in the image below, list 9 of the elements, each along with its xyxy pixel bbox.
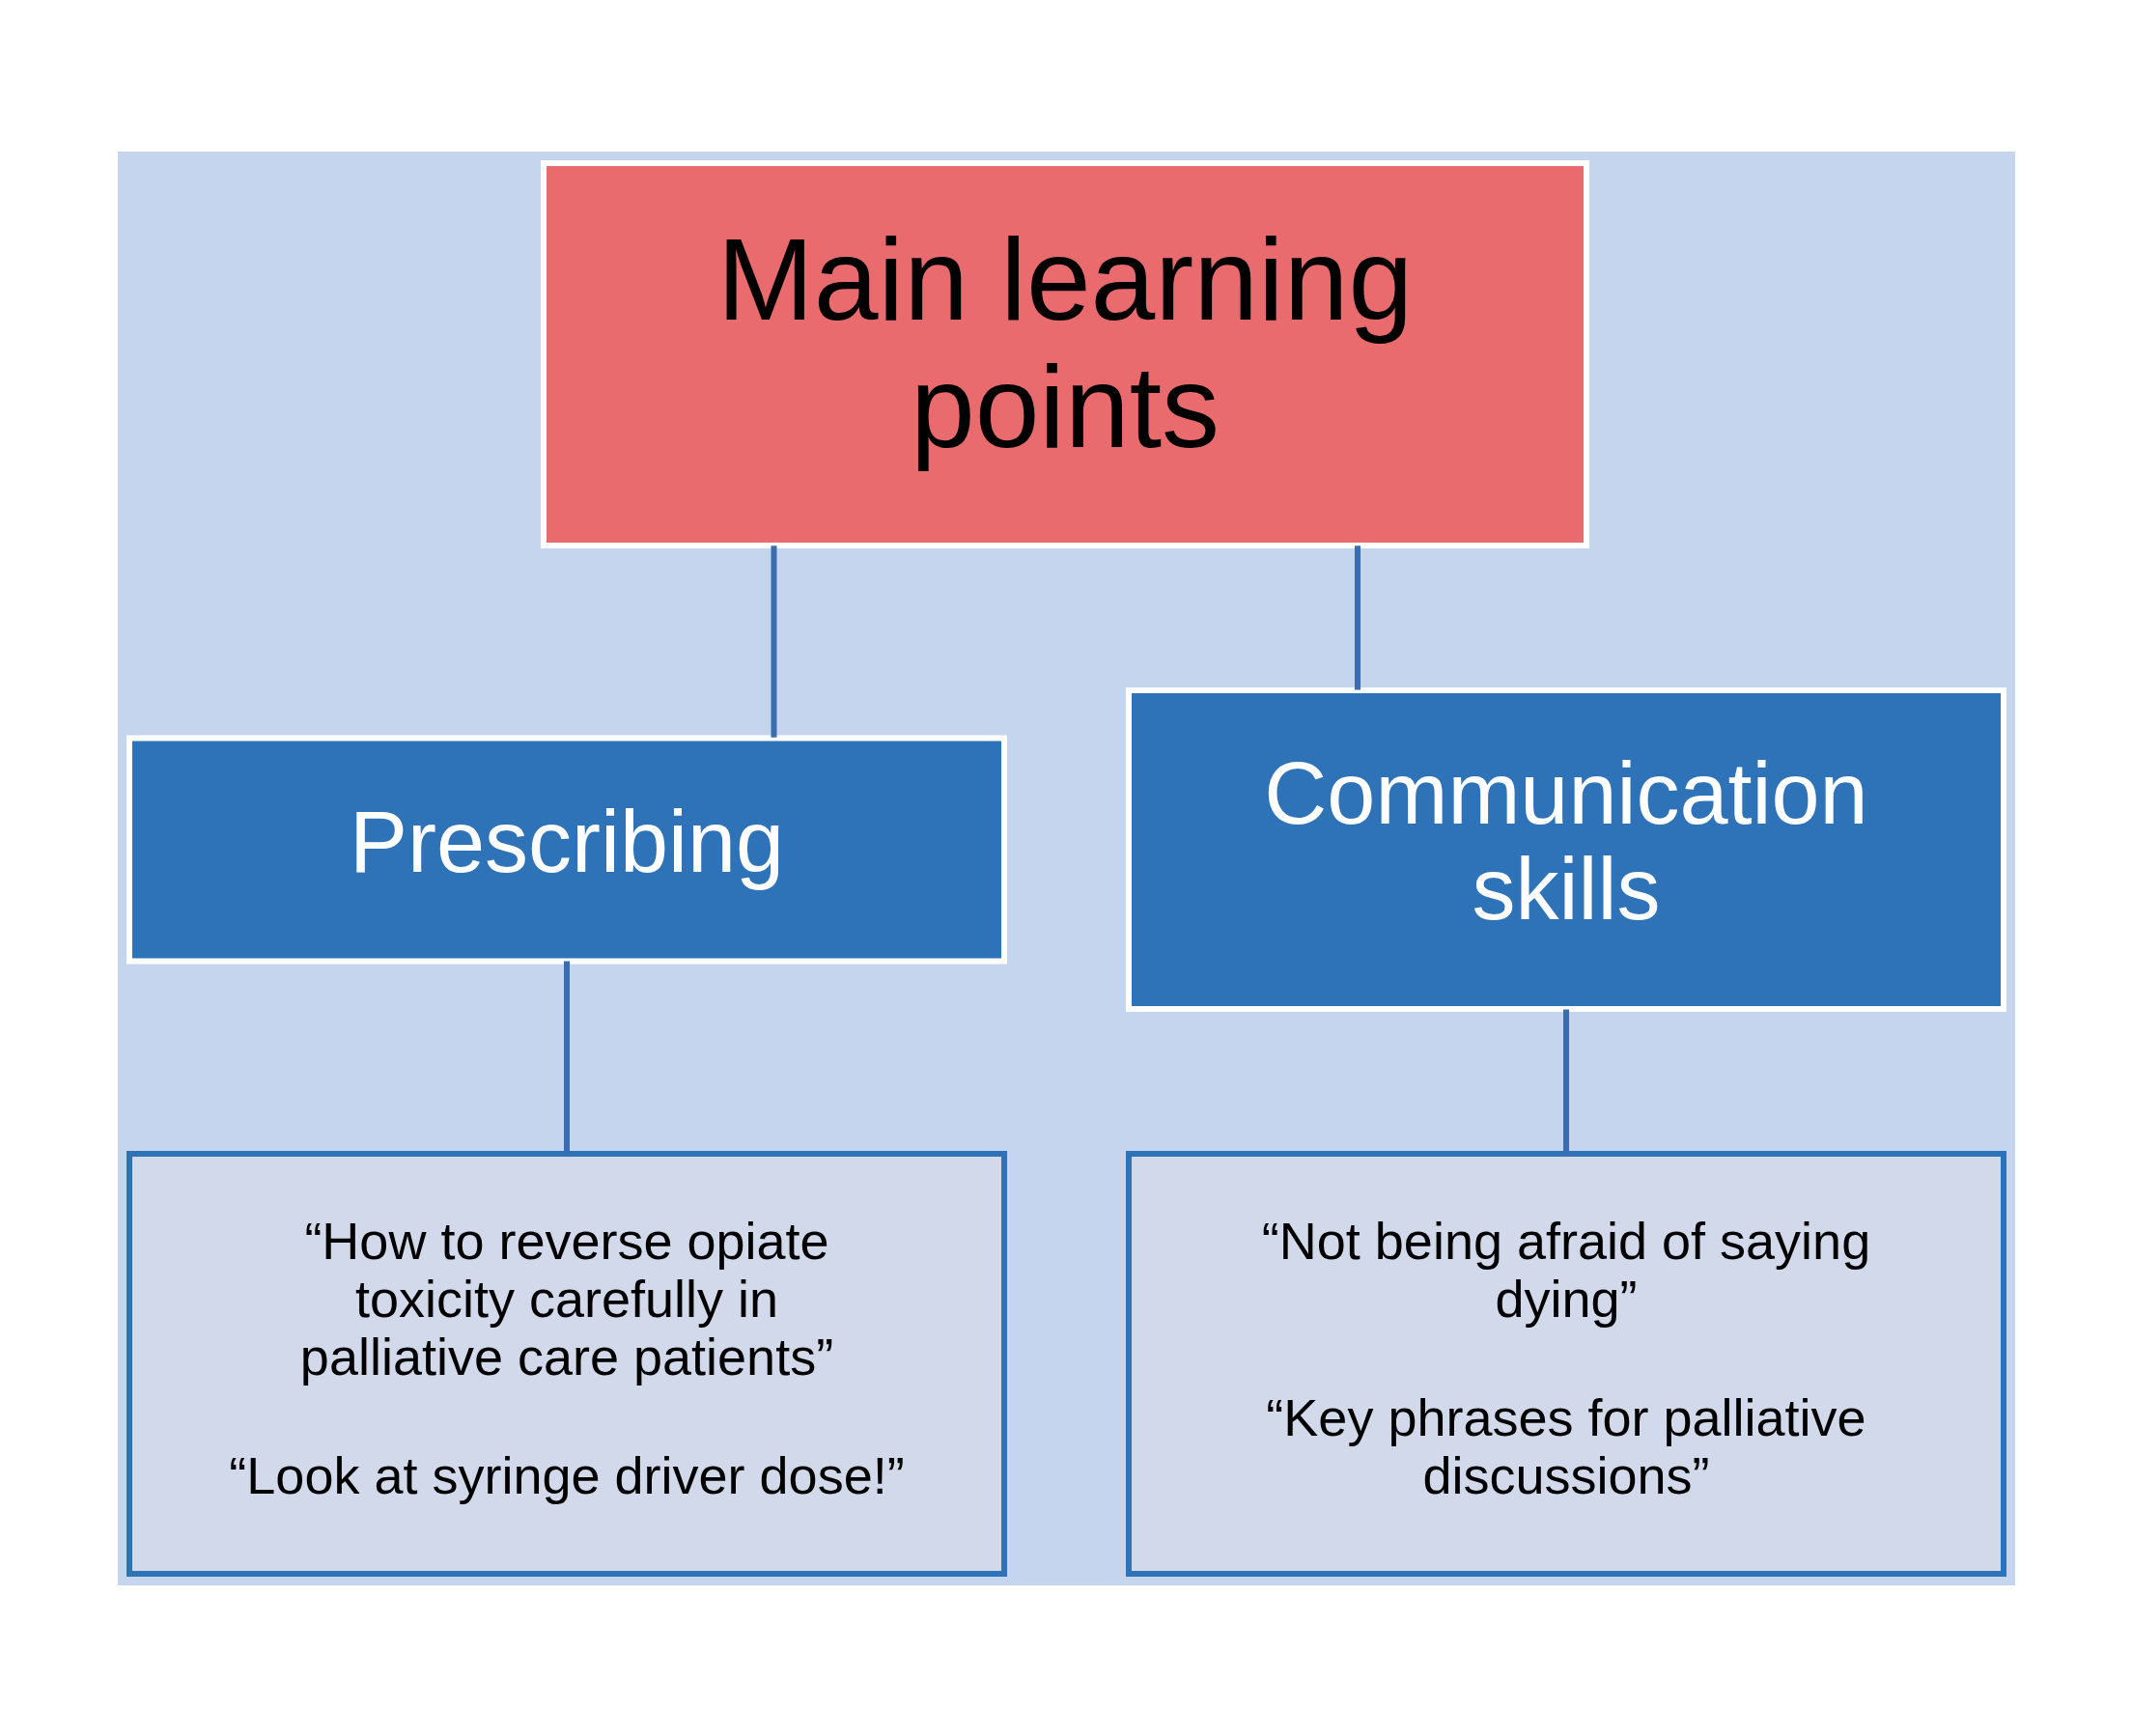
node-box: “Not being afraid of saying dying” “Key phrases for palliative discussions”	[1125, 1150, 2006, 1577]
node-box: “How to reverse opiate toxicity carefully in palliative care patients” “Look at syringe driver dose!”	[126, 1150, 1007, 1577]
connector	[1562, 1009, 1569, 1153]
connector	[563, 961, 570, 1153]
connector	[771, 545, 776, 738]
connector	[1354, 545, 1361, 690]
node-box: Communication skills	[1125, 686, 2006, 1012]
node-box: Main learning points	[540, 159, 1589, 548]
node-box: Prescribing	[126, 735, 1007, 964]
